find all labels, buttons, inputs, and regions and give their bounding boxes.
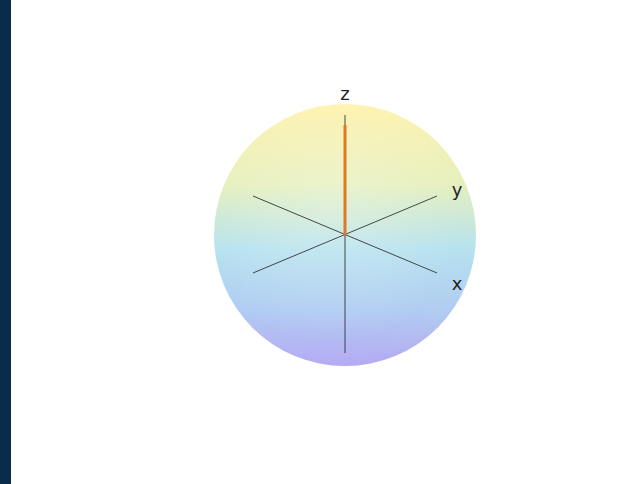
z-axis (345, 115, 346, 353)
axis-label: z (340, 85, 349, 103)
sphere-shading (214, 104, 476, 366)
state-vector (344, 125, 347, 235)
sphere (214, 104, 476, 366)
axis-label: y (452, 181, 463, 199)
axis-label: x (452, 275, 463, 293)
side-bar (0, 0, 11, 484)
